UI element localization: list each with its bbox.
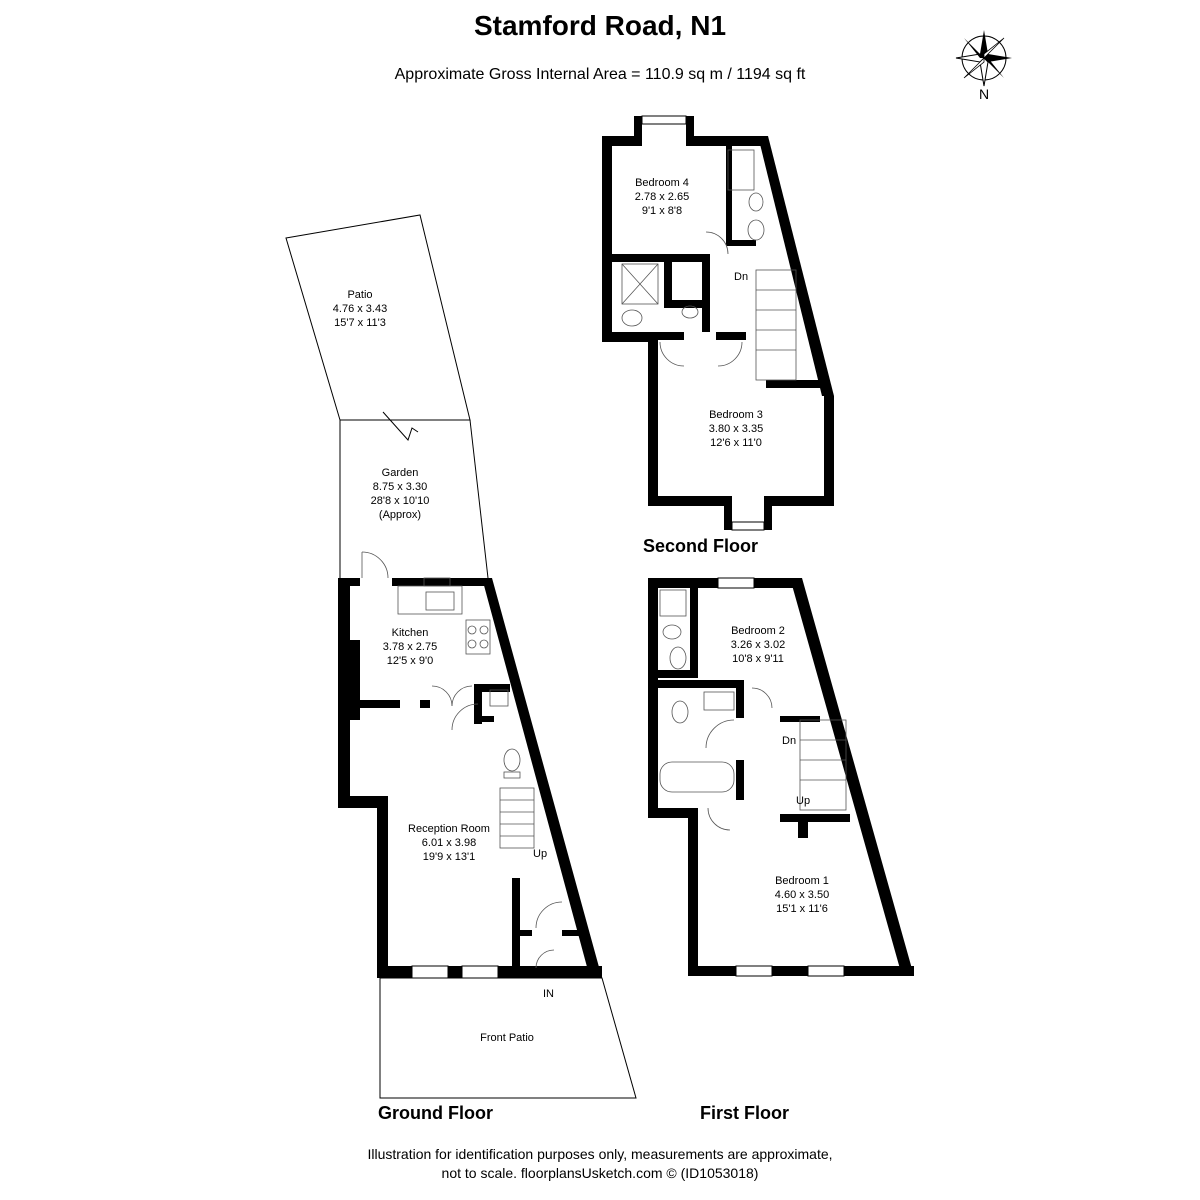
bedroom4-imperial: 9'1 x 8'8 bbox=[642, 205, 682, 217]
second-floor-fittings bbox=[621, 149, 797, 381]
bedroom3-label: Bedroom 3 bbox=[709, 409, 763, 421]
bedroom2-metric: 3.26 x 3.02 bbox=[731, 639, 785, 651]
patio-imperial: 15'7 x 11'3 bbox=[334, 317, 386, 329]
reception-label: Reception Room bbox=[408, 823, 490, 835]
first-dn-marker: Dn bbox=[782, 735, 796, 747]
second-window-bottom bbox=[731, 521, 765, 531]
gross-area-text: Approximate Gross Internal Area = 110.9 … bbox=[394, 66, 806, 83]
disclaimer: Illustration for identification purposes… bbox=[0, 1145, 1200, 1183]
patio-label: Patio bbox=[347, 289, 372, 301]
first-floor-walls bbox=[648, 578, 914, 976]
reception-imperial: 19'9 x 13'1 bbox=[423, 851, 476, 863]
front-patio-label: Front Patio bbox=[480, 1032, 534, 1044]
kitchen-fittings bbox=[397, 577, 491, 655]
bedroom2-imperial: 10'8 x 9'11 bbox=[732, 653, 784, 665]
bedroom1-imperial: 15'1 x 11'6 bbox=[776, 903, 828, 915]
garden-right-edge bbox=[469, 419, 489, 579]
ground-doors bbox=[361, 551, 563, 969]
compass-north-label: N bbox=[979, 86, 989, 102]
bedroom4-metric: 2.78 x 2.65 bbox=[635, 191, 689, 203]
ground-window-right bbox=[461, 965, 499, 979]
disclaimer-line-1: Illustration for identification purposes… bbox=[367, 1146, 833, 1162]
ground-floor-label: Ground Floor bbox=[378, 1103, 493, 1123]
kitchen-label: Kitchen bbox=[392, 627, 429, 639]
second-dn-marker: Dn bbox=[734, 271, 748, 283]
patio-metric: 4.76 x 3.43 bbox=[333, 303, 387, 315]
bedroom1-metric: 4.60 x 3.50 bbox=[775, 889, 829, 901]
ground-up-marker: Up bbox=[533, 848, 547, 860]
second-floor-label: Second Floor bbox=[643, 536, 759, 556]
kitchen-imperial: 12'5 x 9'0 bbox=[387, 655, 433, 667]
garden-imperial: 28'8 x 10'10 bbox=[371, 495, 430, 507]
garden-note: (Approx) bbox=[379, 509, 421, 521]
bedroom3-imperial: 12'6 x 11'0 bbox=[710, 437, 762, 449]
ground-floor-walls bbox=[338, 578, 602, 978]
ground-window-left bbox=[411, 965, 449, 979]
first-window-left bbox=[735, 965, 773, 977]
second-window-top bbox=[641, 115, 687, 125]
compass-icon bbox=[955, 30, 1012, 87]
first-floor-label: First Floor bbox=[700, 1103, 789, 1123]
kitchen-metric: 3.78 x 2.75 bbox=[383, 641, 437, 653]
entrance-in-marker: IN bbox=[543, 988, 554, 1000]
first-window-right bbox=[807, 965, 845, 977]
ground-stairs bbox=[499, 787, 535, 849]
disclaimer-line-2: not to scale. floorplansUsketch.com © (I… bbox=[441, 1165, 759, 1181]
garden-label: Garden bbox=[382, 467, 419, 479]
bedroom1-label: Bedroom 1 bbox=[775, 875, 829, 887]
reception-metric: 6.01 x 3.98 bbox=[422, 837, 476, 849]
ground-wc-fittings bbox=[489, 689, 521, 779]
bedroom2-label: Bedroom 2 bbox=[731, 625, 785, 637]
garden-metric: 8.75 x 3.30 bbox=[373, 481, 427, 493]
bedroom4-label: Bedroom 4 bbox=[635, 177, 689, 189]
front-patio-outline bbox=[379, 977, 637, 1099]
bifold-door bbox=[382, 411, 419, 441]
page-title: Stamford Road, N1 bbox=[473, 10, 727, 41]
second-floor-walls bbox=[602, 116, 834, 530]
first-window-top bbox=[717, 577, 755, 589]
first-up-marker: Up bbox=[796, 795, 810, 807]
first-floor-fittings bbox=[659, 589, 847, 831]
bedroom3-metric: 3.80 x 3.35 bbox=[709, 423, 763, 435]
